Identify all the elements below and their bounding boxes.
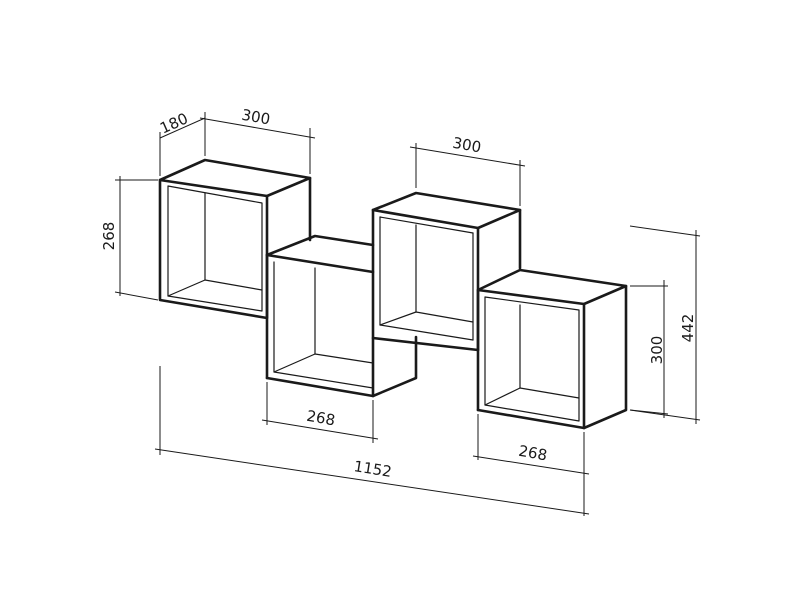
dim-top-width-left-label: 300 bbox=[240, 106, 271, 129]
dimension-lines bbox=[114, 112, 701, 516]
dim-overall-width-label: 1152 bbox=[353, 457, 394, 481]
dim-top-width-center-label: 300 bbox=[451, 134, 482, 157]
shelf-box-1 bbox=[158, 158, 312, 320]
dim-bottom-width-right-label: 268 bbox=[517, 442, 548, 465]
dim-height-total-label: 442 bbox=[679, 314, 697, 343]
shelf-box-3 bbox=[371, 191, 522, 398]
dim-height-right-box-label: 300 bbox=[648, 336, 666, 365]
dim-depth-label: 180 bbox=[157, 109, 190, 137]
dim-height-left-label: 268 bbox=[100, 222, 118, 251]
dim-bottom-width-center-label: 268 bbox=[305, 407, 336, 430]
shelf-box-4 bbox=[476, 268, 628, 430]
shelf-box-2 bbox=[265, 234, 418, 398]
